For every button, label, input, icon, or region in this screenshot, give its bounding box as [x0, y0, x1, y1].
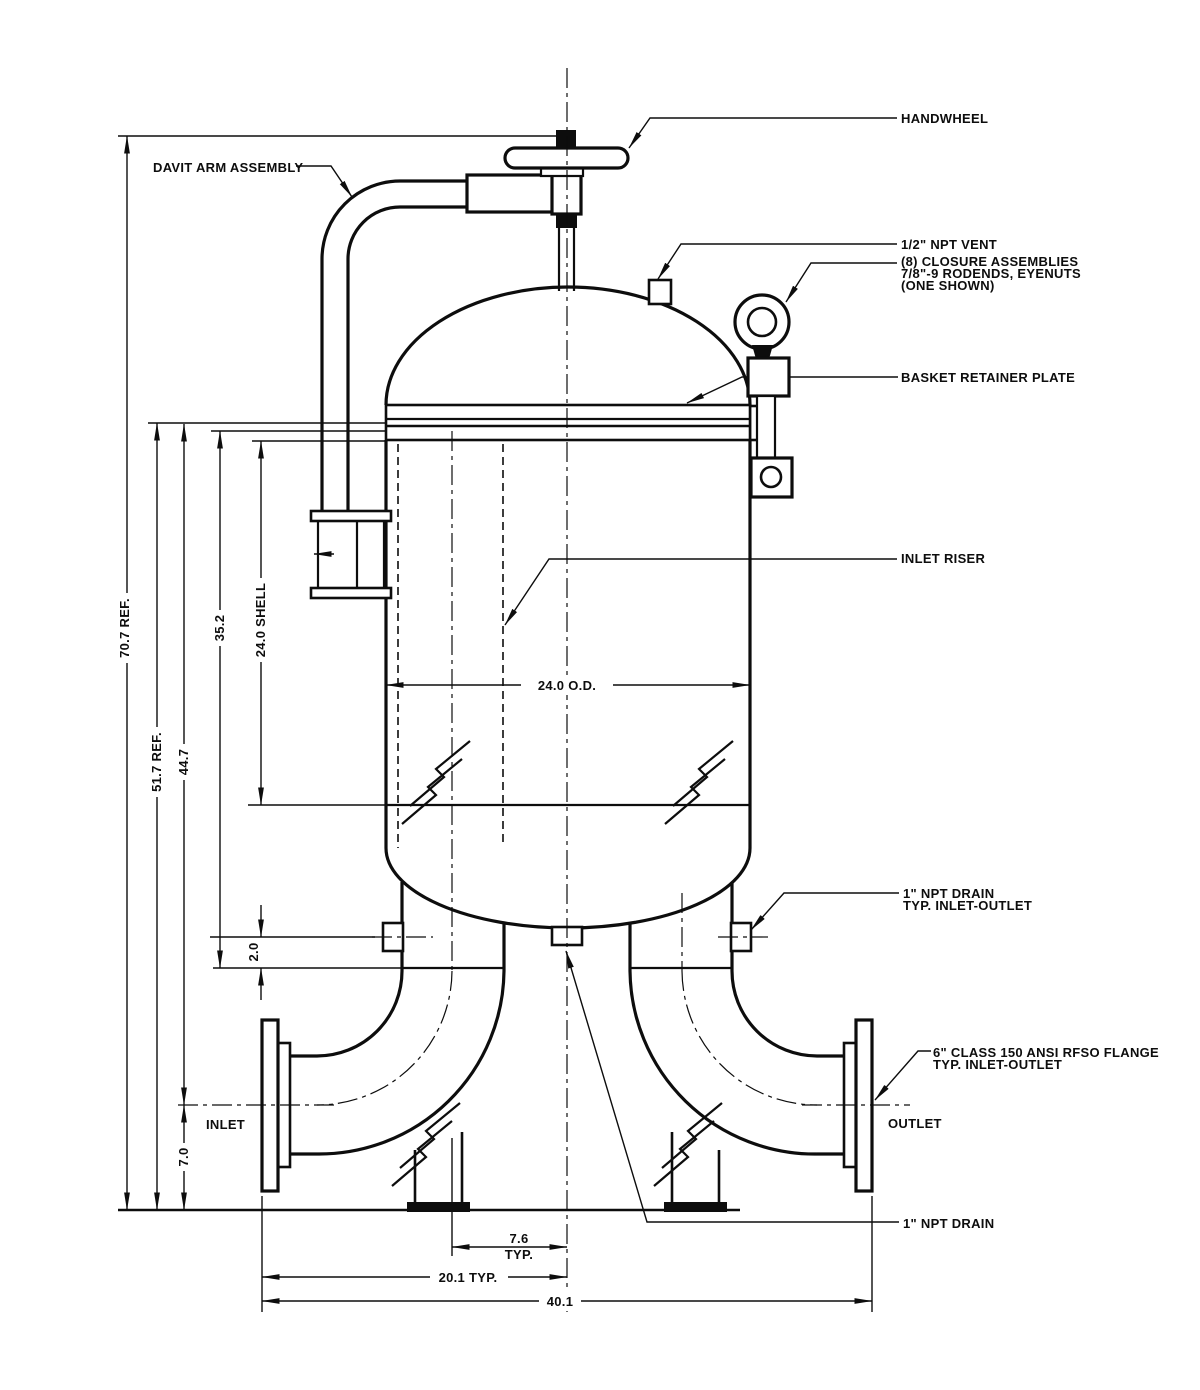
inlet-riser-hidden-lines — [397, 430, 504, 848]
dim-44-7: 44.7 — [176, 749, 191, 776]
callout-closure-3: (ONE SHOWN) — [901, 278, 995, 293]
vessel-body — [260, 278, 874, 1212]
callout-closure-1: (8) CLOSURE ASSEMBLIES — [901, 254, 1078, 269]
callout-flange-2: TYP. INLET-OUTLET — [933, 1057, 1062, 1072]
leader-handwheel — [628, 117, 897, 149]
callout-flange-1: 6" CLASS 150 ANSI RFSO FLANGE — [933, 1045, 1159, 1060]
leader-basket-retainer — [686, 376, 898, 404]
dim-24-0-od: 24.0 O.D. — [538, 678, 596, 693]
leader-drain-bottom — [565, 950, 899, 1223]
leader-flange — [874, 1050, 931, 1101]
leader-davit-arm — [296, 165, 353, 198]
dim-70-7-ref: 70.7 REF. — [117, 598, 132, 658]
closure-rod — [755, 394, 777, 460]
callout-inlet-riser: INLET RISER — [901, 551, 986, 566]
callout-drain-typ-2: TYP. INLET-OUTLET — [903, 898, 1032, 913]
callout-inlet: INLET — [206, 1117, 245, 1132]
callout-davit-arm: DAVIT ARM ASSEMBLY — [153, 160, 303, 175]
leader-drain-typ — [750, 892, 899, 931]
callout-drain-typ-1: 1" NPT DRAIN — [903, 886, 994, 901]
callout-drain-bottom: 1" NPT DRAIN — [903, 1216, 994, 1231]
callout-closure-2: 7/8"-9 RODENDS, EYENUTS — [901, 266, 1081, 281]
callout-outlet: OUTLET — [888, 1116, 942, 1131]
dim-7-6: 7.6 — [510, 1231, 529, 1246]
davit-arm-assembly — [309, 130, 630, 600]
dim-7-0: 7.0 — [176, 1148, 191, 1167]
leader-closure — [785, 262, 897, 303]
leader-inlet-riser — [504, 558, 897, 626]
rodend-block — [746, 356, 791, 398]
right-leg-baseplate — [664, 1202, 727, 1212]
dim-2-0: 2.0 — [246, 943, 261, 962]
dim-7-6-typ: TYP. — [505, 1247, 533, 1262]
vent-nozzle — [647, 278, 673, 306]
leader-lines — [296, 117, 931, 1223]
dim-40-1: 40.1 — [547, 1294, 574, 1309]
closure-assembly — [733, 293, 794, 499]
dimension-labels: 70.7 REF. 51.7 REF. 44.7 35.2 24.0 SHELL… — [115, 578, 613, 1311]
davit-sleeve — [465, 173, 555, 214]
callout-handwheel: HANDWHEEL — [901, 111, 988, 126]
dim-51-7-ref: 51.7 REF. — [149, 732, 164, 792]
threaded-stem-top — [556, 130, 576, 149]
callout-vent: 1/2" NPT VENT — [901, 237, 997, 252]
dim-20-1-typ: 20.1 TYP. — [439, 1270, 498, 1285]
dim-35-2: 35.2 — [212, 615, 227, 642]
callout-labels: HANDWHEEL DAVIT ARM ASSEMBLY 1/2" NPT VE… — [153, 111, 1159, 1231]
leader-vent — [657, 243, 897, 280]
dim-24-0-shell: 24.0 SHELL — [253, 583, 268, 658]
clevis-pin-hole — [759, 465, 783, 489]
left-leg-baseplate — [407, 1202, 470, 1212]
callout-basket-retainer: BASKET RETAINER PLATE — [901, 370, 1075, 385]
